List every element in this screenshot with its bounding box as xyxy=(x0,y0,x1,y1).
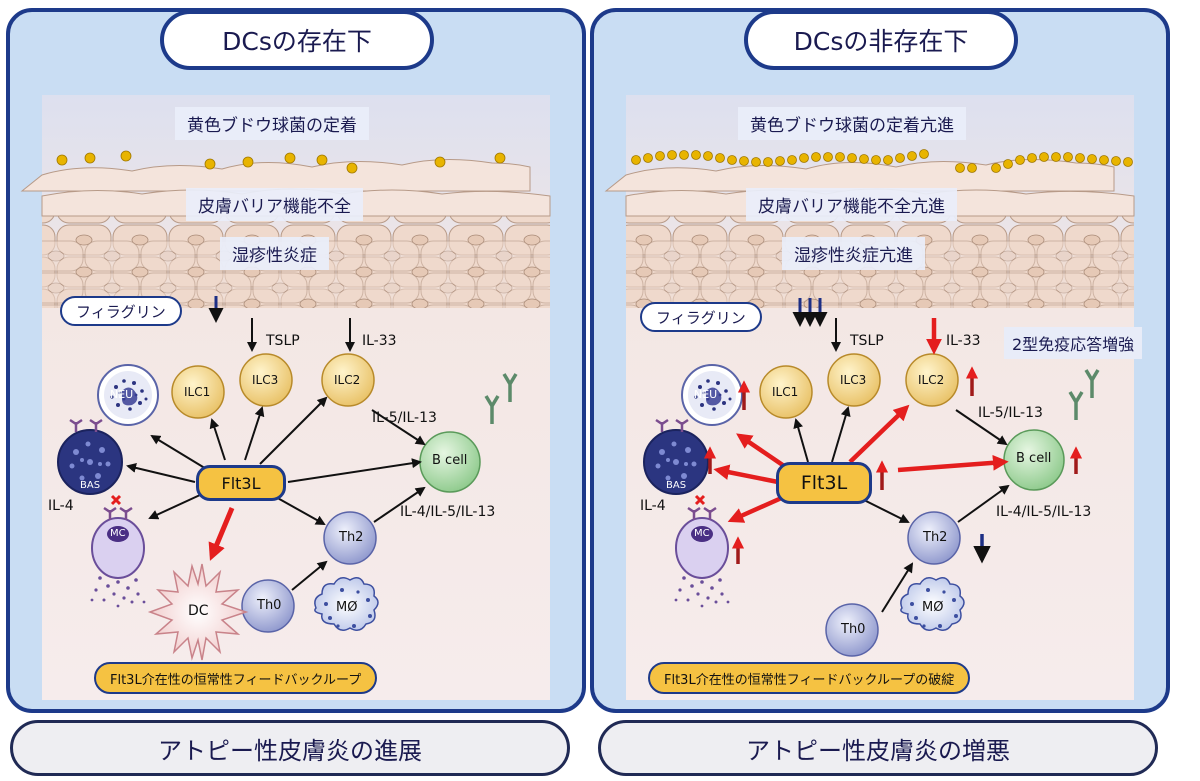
left-tslp-label: TSLP xyxy=(266,333,300,349)
right-th0-label: Th0 xyxy=(841,622,866,637)
left-il33-label: IL-33 xyxy=(362,333,397,349)
left-mc-label: MC xyxy=(110,528,126,539)
right-mc-label: MC xyxy=(694,528,710,539)
right-ilc3-label: ILC3 xyxy=(840,373,867,387)
left-neu-label: NEU xyxy=(110,388,134,401)
right-panel-title: DCsの非存在下 xyxy=(744,10,1018,70)
right-filaggrin-down-arrows xyxy=(792,298,828,327)
right-tslp-label: TSLP xyxy=(850,333,884,349)
right-filaggrin-box: フィラグリン xyxy=(640,302,762,332)
left-il5-il13-label: IL-5/IL-13 xyxy=(372,410,437,426)
left-ilc2-label: ILC2 xyxy=(334,373,361,387)
right-up-arrows xyxy=(703,366,1083,564)
left-ilc3-label: ILC3 xyxy=(252,373,279,387)
right-mo-label: MØ xyxy=(922,600,944,615)
right-il5-il13-label: IL-5/IL-13 xyxy=(978,405,1043,421)
left-eczema-label: 湿疹性炎症 xyxy=(220,237,329,270)
right-ilc1-label: ILC1 xyxy=(772,385,799,399)
right-il4-label: IL-4 xyxy=(640,498,666,514)
left-mo-label: MØ xyxy=(336,600,358,615)
left-th0-label: Th0 xyxy=(257,598,282,613)
right-barrier-label: 皮膚バリア機能不全亢進 xyxy=(746,188,957,221)
left-outcome-label: アトピー性皮膚炎の進展 xyxy=(10,720,570,776)
right-bas-label: BAS xyxy=(666,480,687,491)
right-outcome-label: アトピー性皮膚炎の増悪 xyxy=(598,720,1158,776)
left-flt3l-node: Flt3L xyxy=(196,465,286,501)
right-type2-response-label: 2型免疫応答増強 xyxy=(1004,327,1143,359)
left-bas-label: BAS xyxy=(80,480,101,491)
right-bcell-label: B cell xyxy=(1016,451,1052,466)
left-th2-label: Th2 xyxy=(339,530,364,545)
left-red-arrow-dc xyxy=(208,507,235,561)
left-il4-label: IL-4 xyxy=(48,498,74,514)
right-colonization-label: 黄色ブドウ球菌の定着亢進 xyxy=(738,107,966,140)
right-neu-label: NEU xyxy=(694,388,718,401)
left-feedback-loop-label: Flt3L介在性の恒常性フィードバックループ xyxy=(94,662,378,694)
left-dc-label: DC xyxy=(188,603,209,619)
right-th2-label: Th2 xyxy=(923,530,948,545)
left-arrows xyxy=(126,318,426,591)
right-il4-il5-il13-label: IL-4/IL-5/IL-13 xyxy=(996,504,1092,520)
right-eczema-label: 湿疹性炎症亢進 xyxy=(782,237,925,270)
left-bcell-label: B cell xyxy=(432,453,468,468)
right-feedback-loop-label: Flt3L介在性の恒常性フィードバックループの破綻 xyxy=(648,662,971,694)
right-ilc2-label: ILC2 xyxy=(918,373,945,387)
right-arrows xyxy=(793,318,1010,613)
left-colonization-label: 黄色ブドウ球菌の定着 xyxy=(175,107,369,140)
left-panel-title: DCsの存在下 xyxy=(160,10,434,70)
left-il4-il5-il13-label: IL-4/IL-5/IL-13 xyxy=(400,504,496,520)
bacteria-layer xyxy=(631,149,1133,173)
right-il33-label: IL-33 xyxy=(946,333,981,349)
left-barrier-label: 皮膚バリア機能不全 xyxy=(186,188,363,221)
left-ilc1-label: ILC1 xyxy=(184,385,211,399)
right-flt3l-node: Flt3L xyxy=(776,462,872,504)
left-filaggrin-box: フィラグリン xyxy=(60,296,182,326)
